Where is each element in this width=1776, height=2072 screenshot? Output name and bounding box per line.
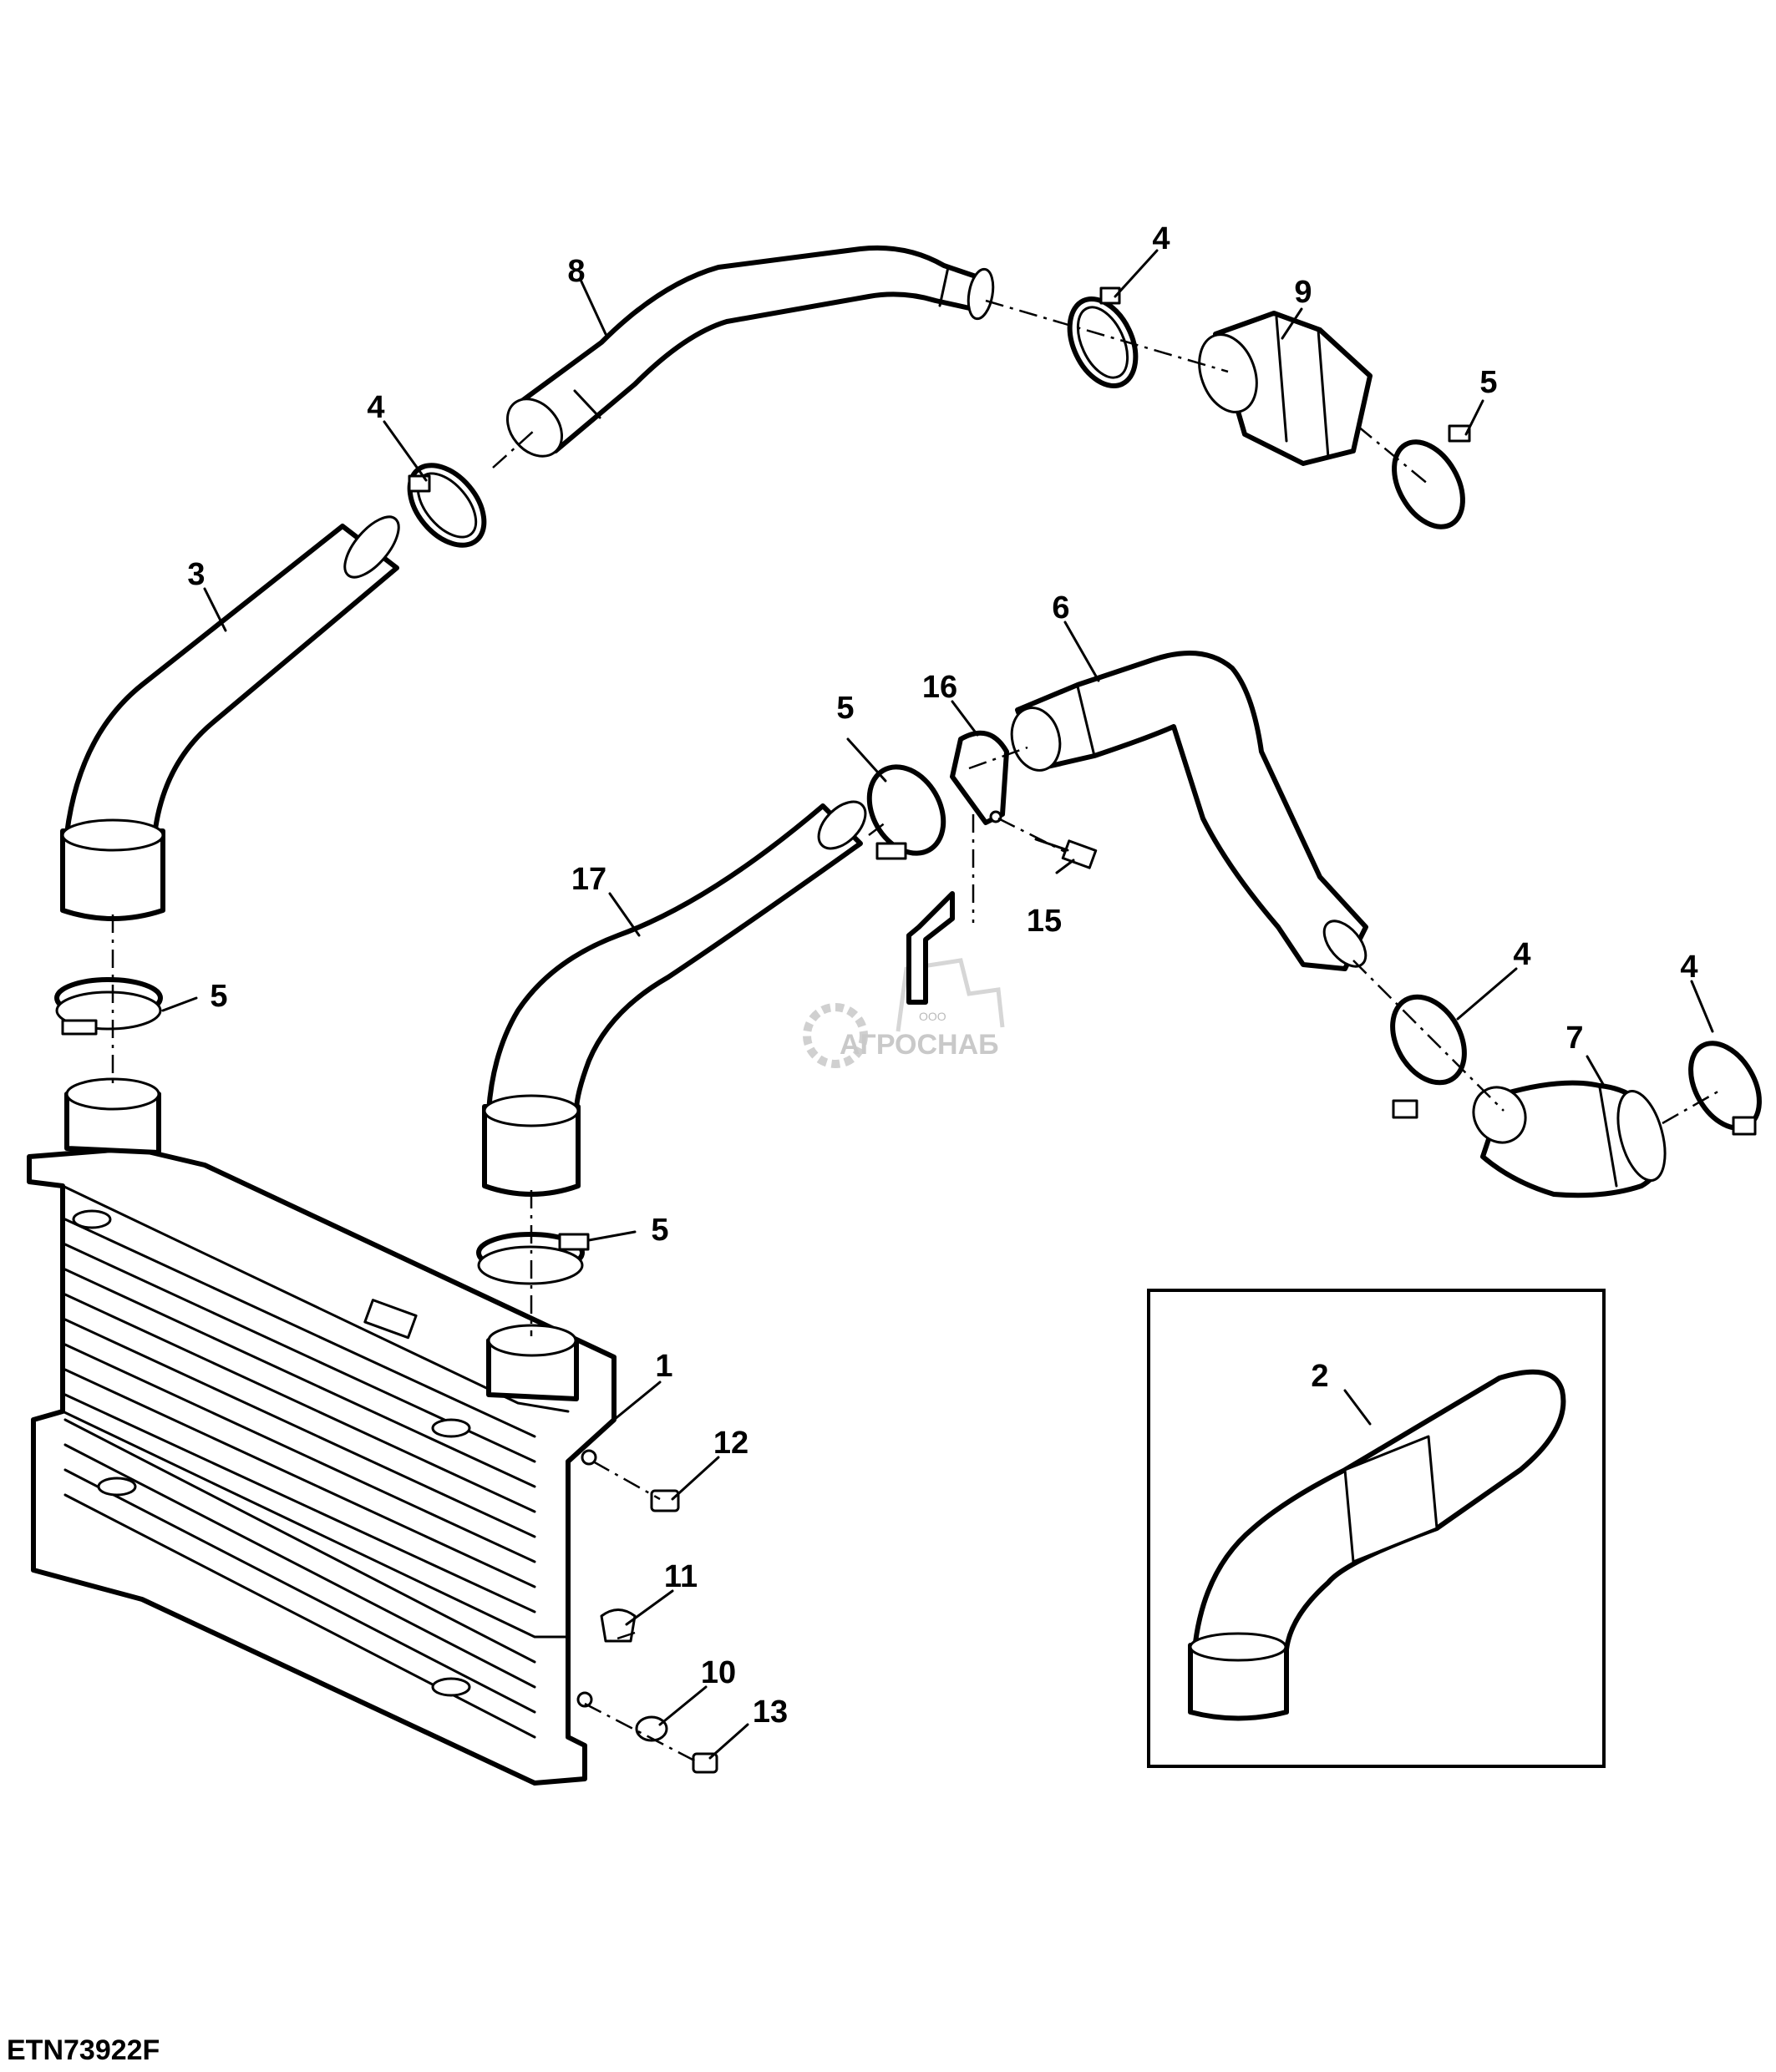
- watermark-logo: ООО АГРОСНАБ: [803, 958, 1005, 1068]
- assembly-centerlines: [111, 299, 1722, 1764]
- callout-16: 16: [922, 670, 957, 705]
- callout-15: 15: [1027, 904, 1062, 939]
- clip-11: [600, 1608, 637, 1643]
- callout-5-left: 5: [210, 979, 227, 1014]
- part-9-coupler: [1198, 311, 1373, 466]
- callout-6: 6: [1052, 590, 1069, 626]
- callout-13: 13: [753, 1695, 788, 1730]
- bolt-12: [650, 1489, 680, 1512]
- callout-5-top-right: 5: [1479, 365, 1497, 400]
- clamp-4-upper-center: [1067, 286, 1139, 388]
- callout-5-middle: 5: [836, 691, 854, 726]
- clamp-5-left: [54, 977, 163, 1036]
- watermark-text: АГРОСНАБ: [840, 1029, 999, 1061]
- part-6-pipe: [1010, 651, 1368, 971]
- callout-2: 2: [1311, 1359, 1328, 1394]
- figure-code: ETN73922F: [7, 2034, 160, 2066]
- callout-4-left: 4: [367, 390, 384, 425]
- callout-17: 17: [571, 862, 606, 897]
- part-7-elbow: [1472, 1080, 1667, 1198]
- part-17-pipe: [482, 800, 867, 1197]
- bolt-15: [1034, 838, 1098, 869]
- nut-10: [635, 1715, 668, 1742]
- watermark-small-text: ООО: [919, 1010, 946, 1023]
- callout-11: 11: [664, 1559, 698, 1594]
- callout-10: 10: [701, 1655, 736, 1690]
- cooler-fins: [63, 1218, 536, 1739]
- clamp-5-upper-right: [1392, 424, 1471, 529]
- callout-4-right: 4: [1513, 937, 1530, 972]
- callout-7: 7: [1565, 1021, 1583, 1056]
- callout-3: 3: [187, 557, 205, 592]
- leader-lines: [161, 249, 1714, 1760]
- part-1-charge-air-cooler: [27, 1077, 617, 1786]
- inset-part-2: [1147, 1289, 1606, 1768]
- callout-labels: 8 4 9 5 4 3 6 5 16 15 17 4 4 7 5 5 1 12 …: [187, 221, 1697, 1730]
- clamp-4-far-right: [1688, 1041, 1762, 1136]
- callout-12: 12: [713, 1426, 748, 1461]
- callout-9: 9: [1294, 275, 1312, 310]
- callout-5-center: 5: [651, 1213, 668, 1248]
- callout-4-top: 4: [1152, 221, 1170, 256]
- part-3-pipe: [60, 515, 400, 921]
- clamp-5-center: [476, 1232, 590, 1285]
- callout-1: 1: [655, 1349, 672, 1384]
- callout-4-far-right: 4: [1680, 950, 1697, 985]
- clamp-4-upper-left: [407, 463, 487, 548]
- clamp-4-right-lower: [1390, 994, 1467, 1119]
- support-bracket: [906, 891, 955, 1005]
- callout-8: 8: [567, 254, 585, 289]
- clamp-5-middle: [866, 764, 946, 860]
- bracket-16: [950, 730, 1009, 825]
- part-8-pipe: [505, 245, 995, 458]
